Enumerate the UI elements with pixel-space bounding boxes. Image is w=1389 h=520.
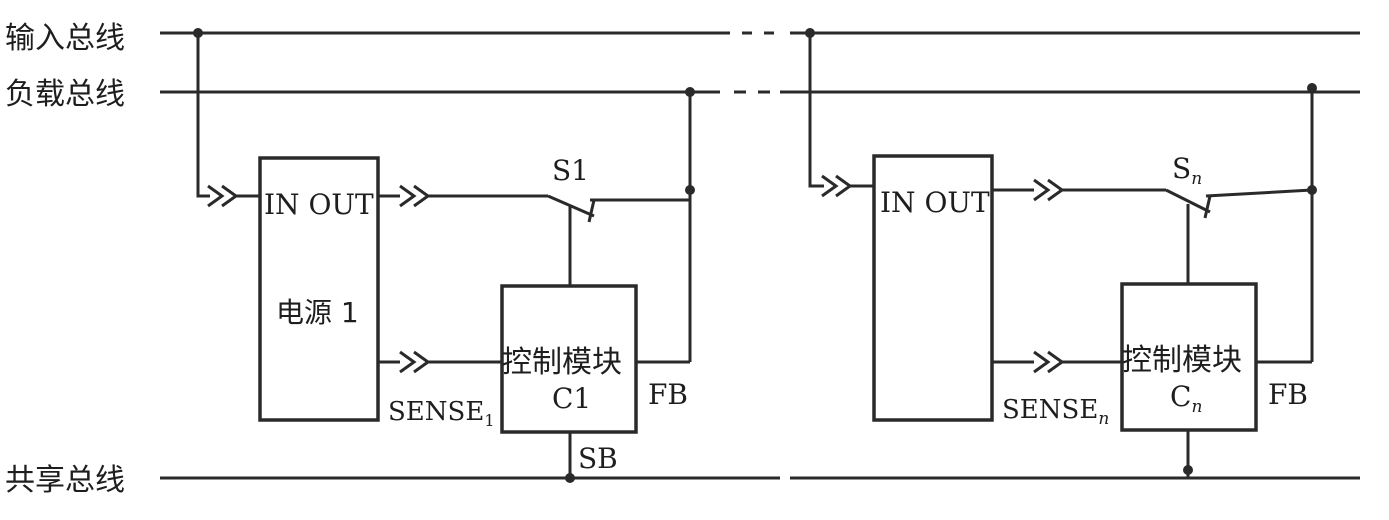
power-supply-1-box <box>258 156 380 422</box>
fb-label-n: FB <box>1268 378 1308 411</box>
sense-label-n: SENSEn <box>1002 395 1109 429</box>
shared-junction-1 <box>565 473 575 483</box>
load-junction-1 <box>685 87 695 97</box>
control-name-1: 控制模块 <box>502 345 622 380</box>
control-id-n: Cn <box>1170 380 1202 417</box>
psu-ports-label-n: IN OUT <box>880 186 990 219</box>
load-bus-label: 负载总线 <box>5 77 125 112</box>
load-junction-n <box>1307 83 1317 93</box>
switch-out-junction-1 <box>685 185 695 195</box>
out-connector-icon-1 <box>399 184 431 208</box>
input-bus-label: 输入总线 <box>5 21 125 56</box>
control-id-1: C1 <box>552 382 591 415</box>
psu-name-1: 电源 1 <box>276 296 359 329</box>
switch-out-junction-n <box>1307 185 1317 195</box>
module-1: IN OUT 电源 1 S1 SENSE1 控制 <box>193 28 695 483</box>
switch-sn-icon <box>1165 188 1313 219</box>
control-name-n: 控制模块 <box>1122 343 1242 378</box>
sense-label-1: SENSE1 <box>388 397 495 430</box>
in-connector-icon-n <box>821 174 874 198</box>
input-feed-wire-n <box>808 33 824 188</box>
power-supply-n-box <box>872 154 994 422</box>
sense-connector-icon-1 <box>399 350 431 374</box>
module-n: IN OUT Sn SENSEn 控制模块 Cn FB <box>805 28 1317 478</box>
fb-label-1: FB <box>648 378 688 411</box>
psu-ports-label-1: IN OUT <box>264 188 374 221</box>
in-connector-icon-1 <box>207 184 260 208</box>
out-connector-icon-n <box>1033 178 1065 202</box>
shared-junction-n <box>1183 465 1193 475</box>
switch-s1-label: S1 <box>552 154 589 187</box>
shared-bus-label: 共享总线 <box>5 463 125 498</box>
input-feed-wire-1 <box>196 33 210 198</box>
switch-sn-label: Sn <box>1172 152 1202 189</box>
sense-connector-icon-n <box>1033 350 1065 374</box>
sb-label-1: SB <box>578 442 618 475</box>
